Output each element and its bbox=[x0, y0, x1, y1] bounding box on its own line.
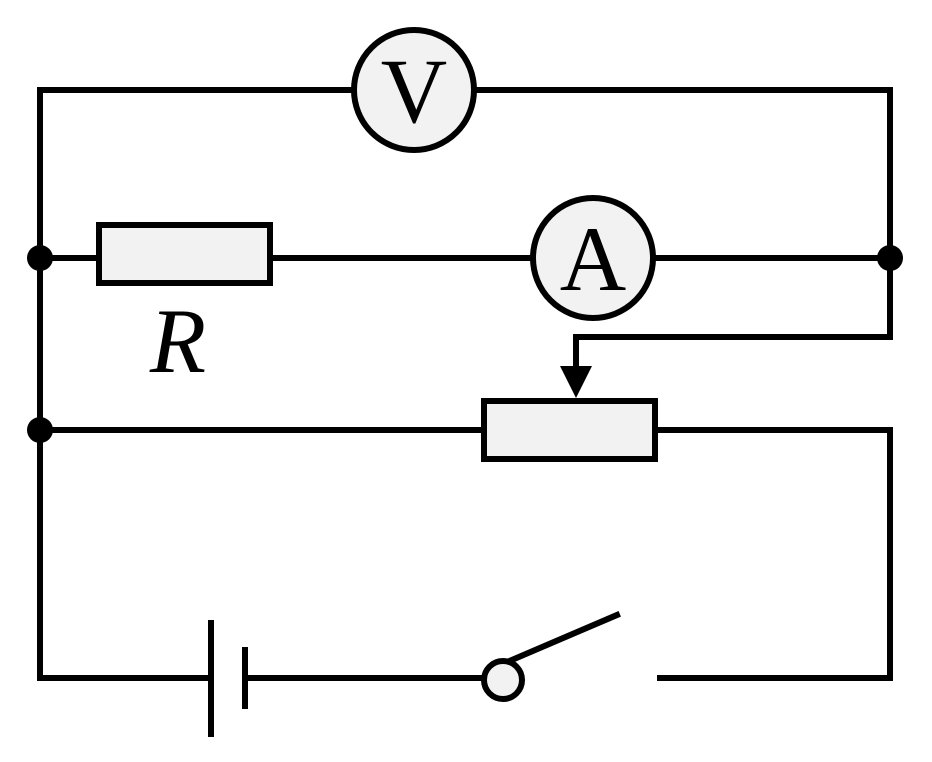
junction-dot-left-top bbox=[27, 245, 53, 271]
wire-rheostat-right bbox=[652, 427, 893, 681]
rheostat bbox=[481, 398, 658, 462]
wire-top-left bbox=[37, 87, 357, 261]
switch-lever bbox=[496, 611, 621, 669]
switch bbox=[481, 611, 621, 702]
resistor-label: R bbox=[149, 290, 206, 392]
wire-top-right bbox=[471, 87, 893, 261]
switch-pivot bbox=[481, 658, 525, 702]
junction-dot-right bbox=[877, 245, 903, 271]
voltmeter: V bbox=[351, 27, 477, 153]
rheostat-slider bbox=[560, 255, 893, 398]
resistor-ammeter-branch: A R bbox=[37, 195, 893, 392]
resistor bbox=[96, 222, 273, 286]
battery bbox=[208, 620, 248, 737]
junction-dot-left-bottom bbox=[27, 417, 53, 443]
voltmeter-symbol: V bbox=[381, 40, 447, 142]
ammeter-symbol: A bbox=[560, 208, 626, 310]
voltmeter-branch: V bbox=[37, 27, 893, 261]
wire-slider bbox=[573, 255, 893, 375]
voltmeter-circle bbox=[351, 27, 477, 153]
slider-arrow-icon bbox=[560, 366, 592, 398]
rheostat-branch bbox=[37, 398, 893, 681]
ammeter: A bbox=[530, 195, 656, 321]
wire-left-bottom bbox=[37, 427, 214, 681]
